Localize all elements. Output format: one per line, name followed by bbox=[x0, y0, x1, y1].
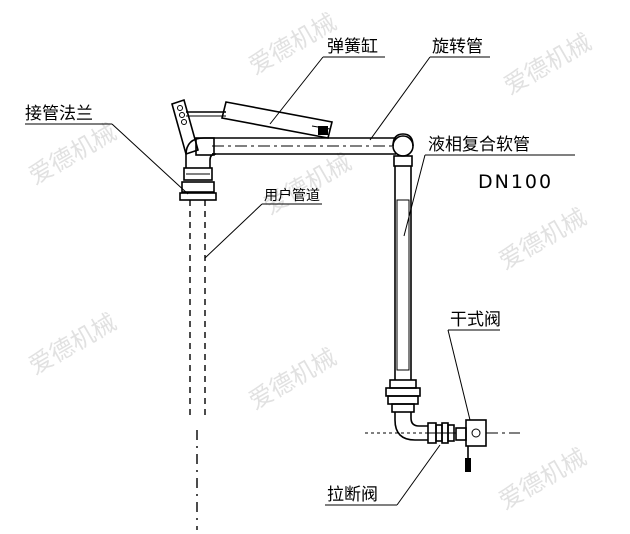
user-pipe-label: 用户管道 bbox=[264, 187, 320, 204]
hose-coupling bbox=[385, 379, 421, 413]
watermark: 爱德机械 bbox=[24, 118, 121, 190]
pipe-flange-label: 接管法兰 bbox=[25, 104, 93, 124]
swivel-pipe-label: 旋转管 bbox=[432, 37, 483, 57]
hose-spec-label: DN100 bbox=[478, 171, 553, 193]
outlet-elbow bbox=[394, 412, 428, 441]
pipe-flange bbox=[179, 167, 217, 201]
watermark-layer: 爱德机械 爱德机械 爱德机械 爱德机械 爱德机械 爱德机械 爱德机械 爱德机械 bbox=[24, 8, 596, 515]
swivel-pipe bbox=[212, 137, 396, 155]
watermark: 爱德机械 bbox=[499, 28, 596, 100]
swivel-joint bbox=[392, 133, 414, 167]
watermark: 爱德机械 bbox=[244, 343, 341, 415]
dry-valve bbox=[455, 419, 487, 472]
user-pipe bbox=[189, 200, 206, 530]
watermark: 爱德机械 bbox=[24, 308, 121, 380]
watermark: 爱德机械 bbox=[494, 443, 591, 515]
labels: 弹簧缸 旋转管 接管法兰 液相复合软管 DN100 用户管道 干式阀 拉断阀 bbox=[25, 36, 553, 505]
composite-hose bbox=[394, 166, 412, 380]
watermark: 爱德机械 bbox=[259, 148, 356, 220]
dry-valve-label: 干式阀 bbox=[450, 310, 501, 330]
breakaway-valve bbox=[427, 422, 456, 444]
composite-hose-label: 液相复合软管 bbox=[428, 135, 530, 155]
leader-lines bbox=[25, 56, 575, 506]
spring-cylinder-label: 弹簧缸 bbox=[327, 36, 378, 57]
watermark: 爱德机械 bbox=[494, 203, 591, 275]
breakaway-valve-label: 拉断阀 bbox=[327, 485, 378, 505]
